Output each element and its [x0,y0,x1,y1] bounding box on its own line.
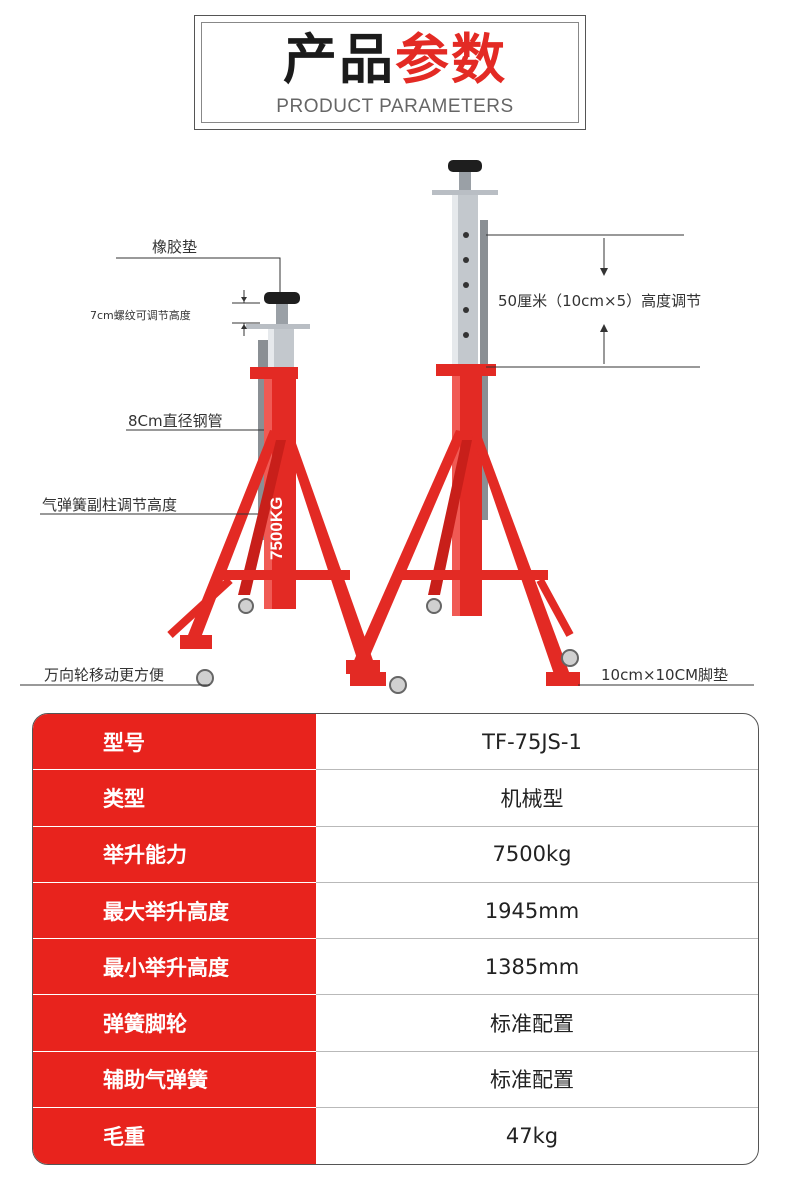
left-gas-spring [258,340,268,540]
left-leg-front-right [282,430,380,680]
spec-value: 7500kg [316,827,758,883]
callout-lines [20,234,754,686]
page-title-part2: 参数 [395,28,507,91]
page-title-part1: 产品 [283,28,395,91]
right-caster-1 [426,598,442,614]
spec-value: 1385mm [316,939,758,996]
spec-label: 毛重 [33,1108,316,1164]
table-row: 辅助气弹簧 标准配置 [33,1051,758,1109]
left-caster-1 [196,669,214,687]
spec-label: 类型 [33,770,316,827]
callout-gas-spring: 气弹簧副柱调节高度 [42,496,178,514]
right-leg-front-right [470,430,572,680]
left-brace [214,570,350,580]
right-foot-2 [546,672,580,686]
header-frame-inner [201,22,579,123]
callout-steel-tube: 8Cm直径钢管 [128,412,223,430]
table-row: 最小举升高度 1385mm [33,939,758,996]
left-stand: 7500KG [167,292,407,694]
callout-casters: 万向轮移动更方便 [44,666,165,684]
right-caster-2 [561,649,579,667]
table-row: 类型 机械型 [33,770,758,827]
spec-label: 型号 [33,714,316,771]
page-title: 产品参数 [0,30,790,90]
right-collar [436,364,496,376]
right-foot-1 [346,660,380,674]
callout-thread-adjust: 7cm螺纹可调节高度 [90,309,191,322]
left-rubber-pad [264,292,300,304]
spec-value: 1945mm [316,883,758,940]
spec-value: 标准配置 [316,1052,758,1109]
left-caster-2 [238,598,254,614]
left-leg-back [238,440,286,595]
callout-foot-pad: 10cm×10CM脚垫 [601,666,729,684]
right-stand [346,160,580,686]
callout-arrows [241,268,608,332]
left-foot-1 [180,635,212,649]
header-frame-outer [194,15,586,130]
left-caster-3 [389,676,407,694]
callout-height-adjust: 50厘米（10cm×5）高度调节 [498,292,702,310]
spec-label: 最小举升高度 [33,939,316,996]
spec-value: 47kg [505,1124,559,1149]
left-screw [276,304,288,324]
product-image: 7500KG [0,140,790,700]
jack-stands-illustration: 7500KG [20,160,754,694]
left-foot-2 [350,672,386,686]
spec-label: 举升能力 [33,826,316,883]
table-row: 毛重 47kg [33,1108,758,1164]
right-rubber-pad [448,160,482,172]
right-screw [459,172,471,192]
table-row: 举升能力 7500kg [33,826,758,883]
left-collar [250,367,298,379]
spec-value: 标准配置 [316,995,758,1052]
right-leg-front-left [352,430,466,665]
right-handle [432,190,498,195]
left-capacity-label: 7500KG [267,497,286,560]
spec-table: 型号 TF-75JS-1 类型 机械型 举升能力 7500kg 最大举升高度 1… [32,713,759,1165]
spec-value: 机械型 [316,770,758,827]
right-brace [396,570,548,580]
callout-rubber-pad: 橡胶垫 [152,238,198,256]
spec-label: 辅助气弹簧 [33,1051,316,1109]
spec-label: 最大举升高度 [33,882,316,940]
table-row: 弹簧脚轮 标准配置 [33,995,758,1052]
table-row: 型号 TF-75JS-1 [33,714,758,771]
page-subtitle: PRODUCT PARAMETERS [276,96,514,117]
spec-label: 弹簧脚轮 [33,995,316,1052]
left-leg-front-left [186,430,280,640]
left-handle [246,324,310,329]
table-row: 最大举升高度 1945mm [33,882,758,940]
spec-value: TF-75JS-1 [316,714,758,771]
right-leg-back [428,440,472,595]
